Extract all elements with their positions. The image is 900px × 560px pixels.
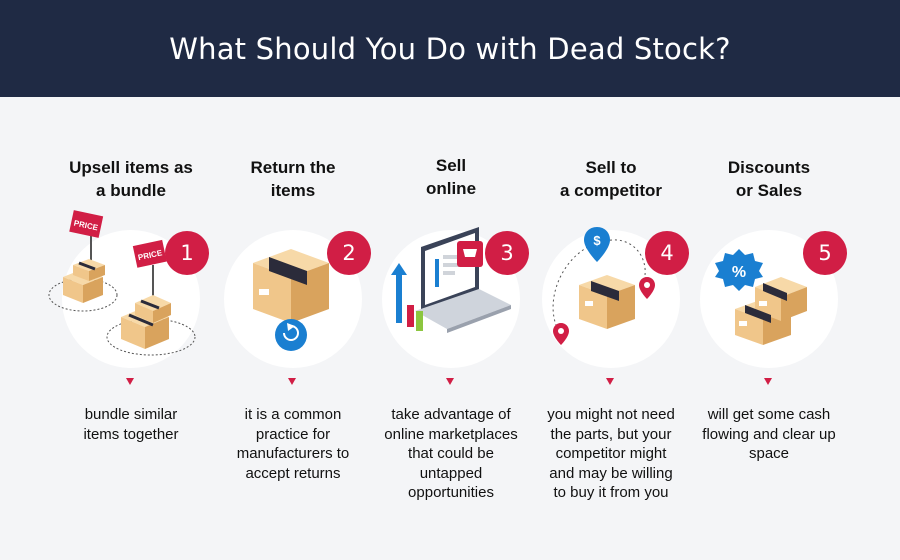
step-description: bundle similar items together	[83, 406, 179, 443]
step-number-badge: 5	[803, 231, 847, 275]
step-number-badge: 4	[645, 231, 689, 275]
step-number-badge: 3	[485, 231, 529, 275]
discount-boxes-icon: %	[715, 249, 807, 345]
step-title: Discounts or Sales	[727, 158, 811, 200]
pointer-triangle-icon	[288, 378, 296, 385]
step-description: you might not need the parts, but your c…	[547, 406, 675, 501]
return-box-icon	[253, 249, 329, 351]
bundle-boxes-icon: PRICE PRICE	[48, 210, 196, 356]
step-description: will get some cash flowing and clear up …	[702, 406, 836, 462]
pointer-triangle-icon	[606, 378, 614, 385]
step-description: take advantage of online marketplaces th…	[384, 406, 518, 501]
step-description: it is a common practice for manufacturer…	[236, 406, 350, 482]
competitor-box-icon: $	[552, 227, 655, 345]
step-number-badge: 2	[327, 231, 371, 275]
step-number-badge: 1	[165, 231, 209, 275]
page-title: What Should You Do with Dead Stock?	[169, 31, 731, 66]
pointer-triangle-icon	[764, 378, 772, 385]
percent-symbol: %	[732, 264, 746, 281]
step-3: Sell online 3 take advantage of online m…	[361, 150, 541, 530]
dollar-symbol: $	[593, 233, 601, 248]
step-title: Sell online	[425, 156, 477, 198]
step-title: Upsell items as a bundle	[69, 158, 193, 200]
header-banner: What Should You Do with Dead Stock?	[0, 0, 900, 97]
pointer-triangle-icon	[446, 378, 454, 385]
step-title: Return the items	[250, 158, 336, 200]
laptop-shop-icon	[391, 227, 511, 333]
pointer-triangle-icon	[126, 378, 134, 385]
step-1: Upsell items as a bundle PRICE PRICE	[41, 150, 221, 530]
step-title: Sell to a competitor	[559, 158, 663, 200]
step-5: Discounts or Sales % 5 will get some cas…	[679, 150, 859, 530]
step-4: Sell to a competitor $ 4 you might not n…	[521, 150, 701, 530]
step-2: Return the items 2 it is a common practi…	[203, 150, 383, 530]
